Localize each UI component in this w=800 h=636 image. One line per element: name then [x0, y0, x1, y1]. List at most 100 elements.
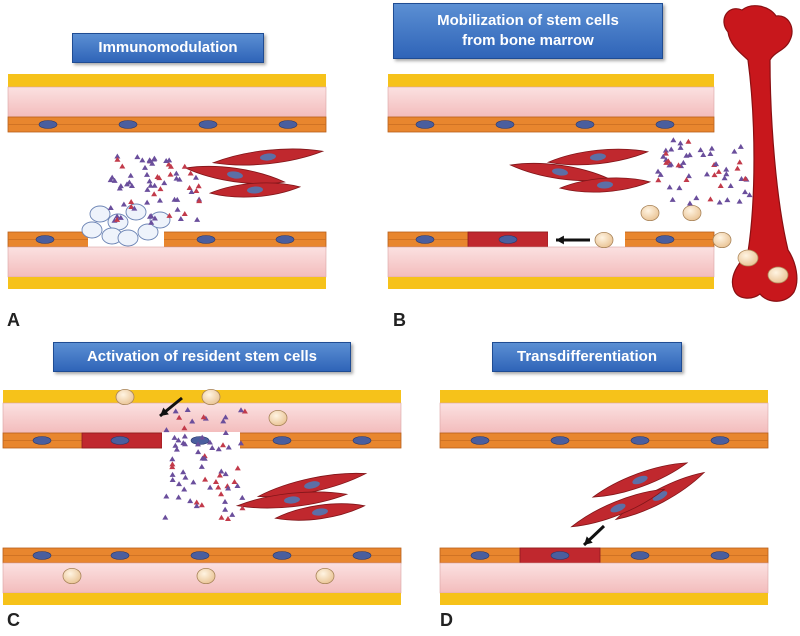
cytokine-particle [192, 174, 199, 180]
cytokine-particle [742, 175, 749, 181]
vessel-wall [2, 547, 402, 605]
cytokine-particle [146, 213, 153, 219]
cytokine-particle [193, 503, 200, 509]
immune-cell [89, 205, 111, 223]
endothelial-nucleus [118, 120, 138, 129]
stem-cell [594, 231, 614, 249]
cytokine-particle [707, 151, 714, 157]
cytokine-particle [175, 437, 182, 443]
panel-c-title: Activation of resident stem cells [53, 342, 351, 372]
smooth-muscle-cell [558, 177, 652, 193]
cytokine-particle [195, 449, 202, 455]
cytokine-particle [193, 499, 200, 505]
cytokine-particle [662, 147, 669, 153]
cytokine-particle [167, 171, 174, 177]
endothelial-nucleus [495, 120, 515, 129]
vessel-wall [2, 390, 402, 449]
stem-cell [712, 231, 732, 249]
stem-cell [201, 388, 221, 406]
cytokine-particle [127, 172, 134, 178]
adventitia-layer [440, 390, 768, 403]
cytokine-particle [655, 168, 662, 174]
cytokine-particle [209, 444, 216, 450]
cytokine-particle [662, 150, 669, 156]
cytokine-particle [655, 177, 662, 183]
cytokine-particle [190, 479, 197, 485]
cytokine-particle [173, 175, 180, 181]
endothelial-nucleus [35, 235, 55, 244]
cytokine-particle [173, 170, 180, 176]
cytokine-particle [131, 205, 138, 211]
endothelial-nucleus [110, 436, 130, 445]
cytokine-particle [212, 479, 219, 485]
cytokine-particle [146, 157, 153, 163]
muscle-cell-nucleus [552, 168, 568, 176]
cytokine-particle [163, 427, 170, 433]
cytokine-particle [181, 163, 188, 169]
immune-cell [117, 229, 139, 247]
panel-c-letter: C [7, 610, 20, 630]
smooth-muscle-cell [591, 462, 689, 498]
endothelial-nucleus [498, 235, 518, 244]
cytokine-particle [187, 170, 194, 176]
cytokine-particle [181, 441, 188, 447]
cytokine-particle [676, 185, 683, 191]
cytokine-particle [700, 151, 707, 157]
cytokine-particle [707, 196, 714, 202]
cytokine-particle [119, 163, 126, 169]
endothelial-nucleus [710, 551, 730, 560]
endothelial-nucleus [655, 120, 675, 129]
cytokine-particle [114, 213, 121, 219]
cytokine-particle [713, 161, 720, 167]
lumen-layer [387, 86, 715, 118]
cytokine-particle [156, 197, 163, 203]
cytokine-particle [727, 183, 734, 189]
endothelial-nucleus [272, 436, 292, 445]
cytokine-particle [146, 178, 153, 184]
cytokine-particle [224, 516, 231, 522]
stem-cell [315, 567, 335, 585]
stem-cell [115, 388, 135, 406]
panel-d-title: Transdifferentiation [492, 342, 682, 372]
cytokine-particle [736, 198, 743, 204]
panel-b-letter: B [393, 310, 406, 330]
lumen-layer [7, 246, 327, 278]
cytokine-particle [194, 216, 201, 222]
panel-a-letter: A [7, 310, 20, 330]
panel-b-title-line2: from bone marrow [462, 32, 594, 49]
cytokine-particle [169, 464, 176, 470]
cytokine-particle [116, 185, 123, 191]
cytokine-particle [675, 162, 682, 168]
endothelial-nucleus [550, 551, 570, 560]
cytokine-particle [157, 186, 164, 192]
cytokine-particle [187, 498, 194, 504]
cytokine-particle [225, 485, 232, 491]
immune-cell [137, 223, 159, 241]
endothelial-nucleus [575, 120, 595, 129]
cytokine-particle [128, 183, 135, 189]
cytokine-particle [169, 461, 176, 467]
cytokine-particle [220, 418, 227, 424]
adventitia-layer [3, 593, 401, 605]
endothelial-nucleus [110, 551, 130, 560]
cytokine-particle [665, 158, 672, 164]
muscle-cell-nucleus [260, 153, 276, 161]
cytokine-particle [736, 159, 743, 165]
cytokine-particle [161, 180, 168, 186]
arrow-head [556, 235, 564, 245]
muscle-cell-nucleus [597, 181, 613, 189]
adventitia-layer [8, 277, 326, 289]
endothelial-nucleus [32, 551, 52, 560]
endothelial-nucleus [415, 120, 435, 129]
cytokine-particle [200, 414, 207, 420]
cytokine-particle [188, 188, 195, 194]
adventitia-layer [8, 74, 326, 87]
lumen-layer [387, 246, 715, 278]
cytokine-particle [166, 212, 173, 218]
cytokine-particle [737, 143, 744, 149]
cytokine-particle [111, 177, 118, 183]
stem-cell [268, 409, 288, 427]
cytokine-particle [716, 199, 723, 205]
cytokine-particle [657, 171, 664, 177]
cytokine-particle [184, 407, 191, 413]
